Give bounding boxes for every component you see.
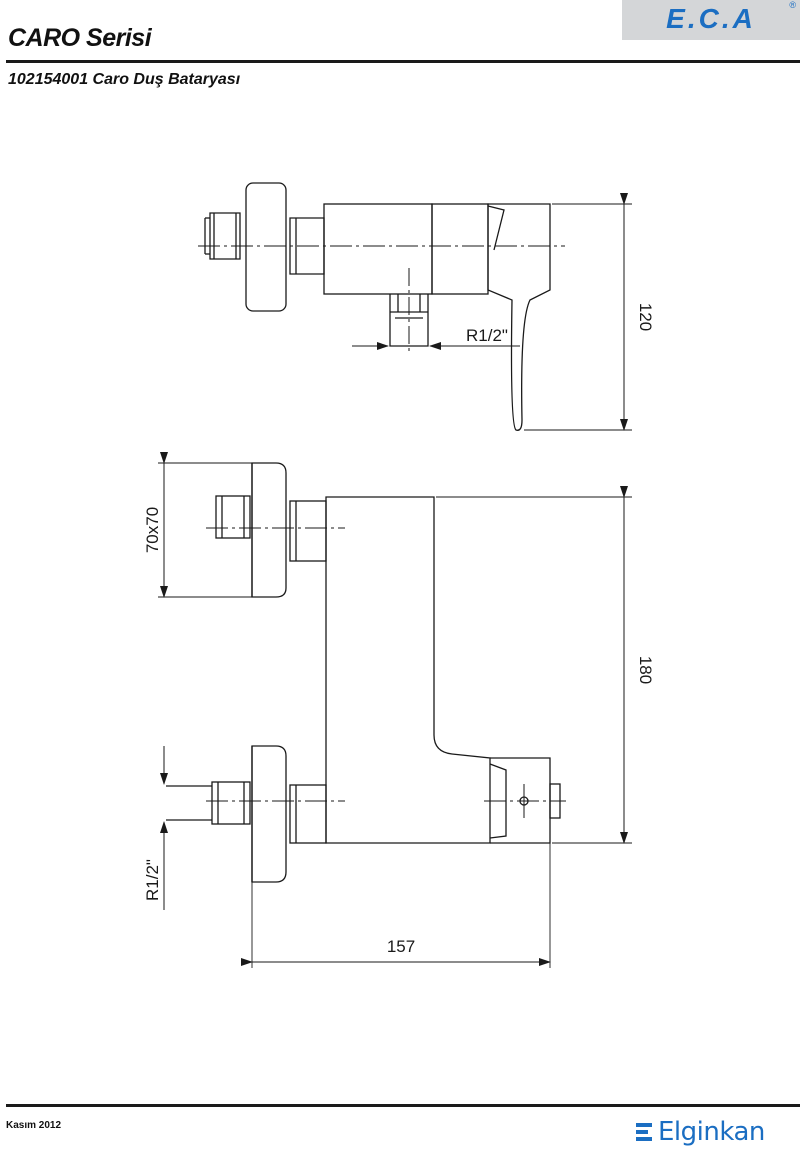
dim-label-thread-front: R1/2" — [143, 859, 162, 901]
top-inlet-nut — [209, 212, 241, 260]
top-outlet — [389, 294, 429, 347]
front-lower-inlet — [211, 781, 251, 825]
dim-label-157: 157 — [387, 937, 415, 956]
front-lower-flange — [251, 745, 287, 883]
dim-label-thread-top: R1/2" — [466, 326, 508, 345]
front-view — [158, 452, 632, 968]
front-upper-flange — [251, 462, 287, 598]
brand-name: Elginkan — [658, 1117, 765, 1147]
top-body-right — [431, 203, 489, 295]
top-body-left — [323, 203, 433, 295]
header-rule — [6, 60, 800, 63]
front-upper-inlet — [215, 495, 251, 539]
top-flange — [245, 182, 287, 312]
product-title: 102154001 Caro Duş Bataryası — [8, 71, 241, 88]
registered-mark: ® — [789, 0, 796, 10]
dim-label-120: 120 — [636, 303, 655, 331]
footer-rule — [6, 1104, 800, 1107]
dim-label-180: 180 — [636, 656, 655, 684]
dim-label-70x70: 70x70 — [143, 507, 162, 553]
elginkan-logo: Elginkan — [636, 1117, 765, 1147]
eca-logo-text: E.C.A — [666, 3, 756, 34]
eca-logo: E.C.A ® — [622, 0, 800, 40]
series-title: CARO Serisi — [8, 24, 152, 52]
front-body — [325, 496, 491, 844]
top-lever — [487, 203, 551, 431]
striped-e-icon — [636, 1121, 654, 1143]
top-view — [198, 182, 632, 431]
footer-date: Kasım 2012 — [6, 1120, 62, 1131]
